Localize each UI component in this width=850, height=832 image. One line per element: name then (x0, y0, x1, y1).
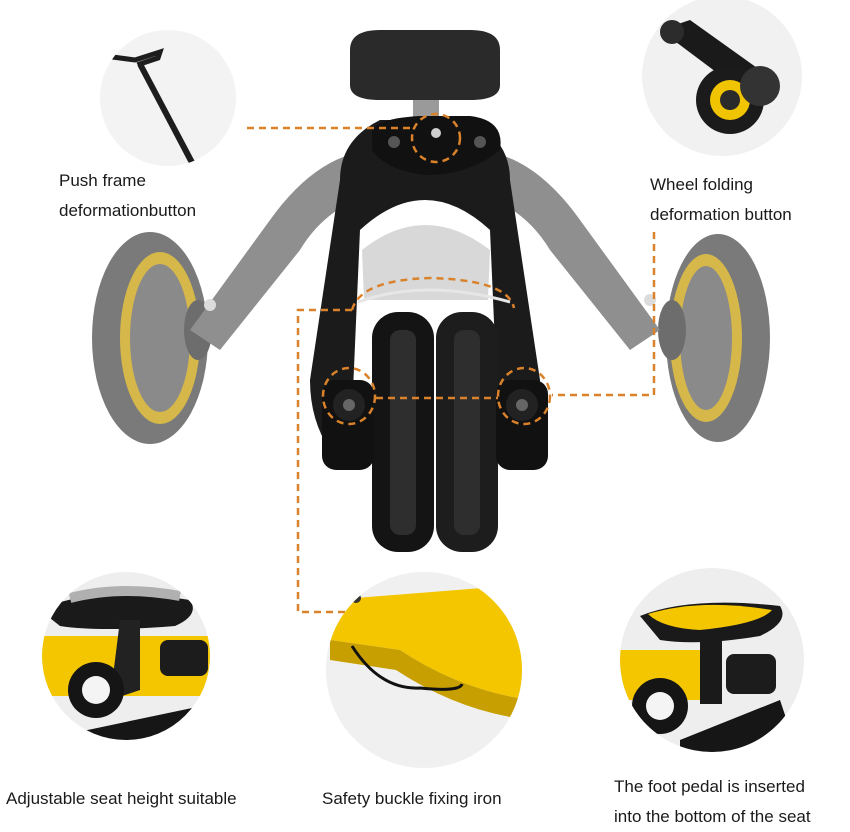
left-rear-wheel (92, 232, 212, 444)
callout-left-knob-highlight (321, 366, 377, 426)
label-line: into the bottom of the seat (614, 807, 811, 826)
callout-safety-buckle (296, 308, 352, 614)
detail-wheel-folding (642, 0, 802, 156)
label-line: Wheel folding (650, 175, 754, 194)
right-folding-knob (496, 380, 548, 470)
callout-buckle-highlight (350, 276, 516, 311)
callout-right-knob-highlight (496, 366, 552, 426)
folded-tricycle (92, 30, 770, 552)
front-wheels-folded (372, 312, 498, 552)
right-rear-wheel (658, 234, 770, 442)
callout-wheel-folding (552, 232, 656, 397)
seat-cushion (350, 30, 500, 100)
label-line: deformationbutton (59, 201, 197, 220)
detail-foot-pedal (620, 568, 804, 752)
callout-lines (247, 112, 656, 614)
seat-clamp (372, 116, 501, 175)
label-foot-pedal: The foot pedal is inserted into the bott… (614, 772, 811, 832)
label-seat-height: Adjustable seat height suitable (6, 789, 237, 808)
label-line: The foot pedal is inserted (614, 777, 805, 796)
center-frame (310, 120, 540, 460)
left-folding-knob (322, 380, 374, 470)
label-push-frame: Push frame deformationbutton (59, 166, 196, 226)
detail-push-frame (100, 30, 236, 166)
detail-safety-buckle (326, 572, 522, 768)
label-line: deformation button (650, 205, 792, 224)
label-line: Push frame (59, 171, 146, 190)
callout-seat-clamp-highlight (410, 112, 462, 164)
label-wheel-folding: Wheel folding deformation button (650, 170, 792, 230)
safety-buckle-bar (357, 288, 511, 304)
detail-seat-height (42, 572, 210, 740)
label-safety-buckle: Safety buckle fixing iron (322, 789, 502, 808)
